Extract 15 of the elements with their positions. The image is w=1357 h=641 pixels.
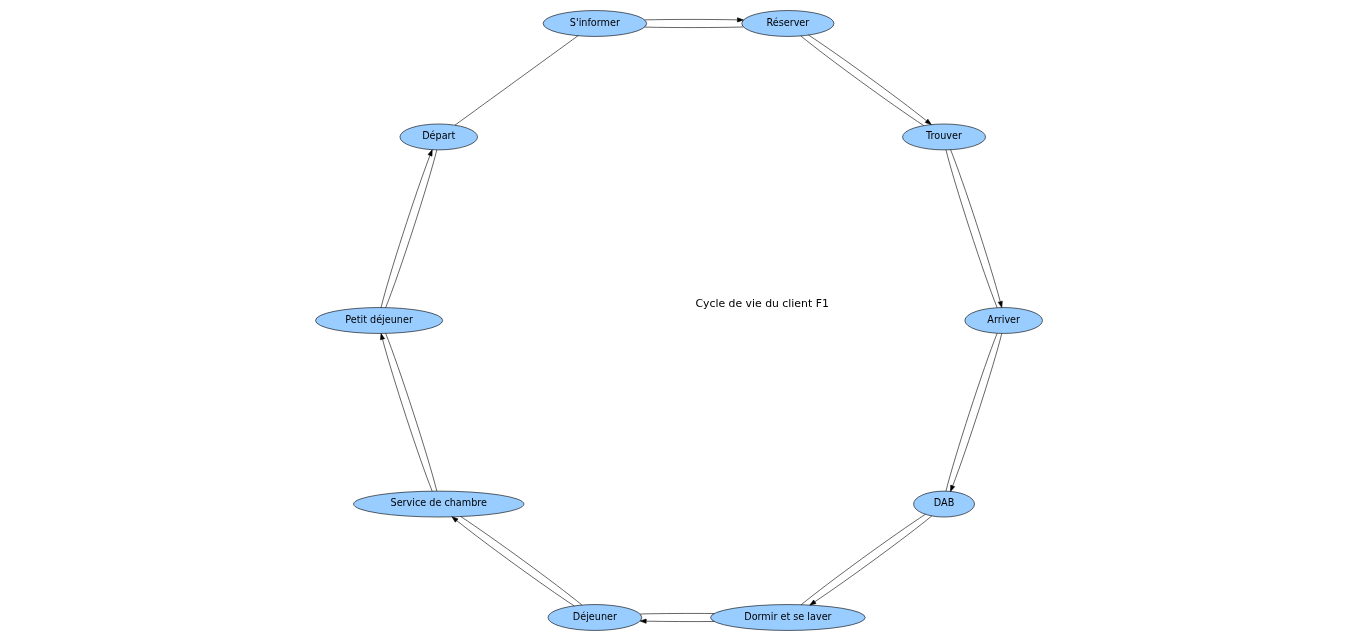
node-ellipse: Départ <box>399 123 478 151</box>
node-ellipse: Service de chambre <box>352 490 524 518</box>
node-ellipse: Petit déjeuner <box>314 307 443 334</box>
node-ellipse: S'informer <box>542 10 647 37</box>
arrow <box>639 618 714 624</box>
arrow <box>949 149 1003 308</box>
node-ellipse: Arriver <box>964 307 1043 334</box>
label: Cycle de vie du client F1 <box>694 296 829 310</box>
arrow <box>643 17 744 23</box>
node-ellipse: Réserver <box>741 10 834 37</box>
connector <box>639 613 714 615</box>
node-ellipse: Trouver <box>901 123 986 151</box>
node-ellipse: DAB <box>912 490 975 518</box>
node-ellipse: Déjeuner <box>547 604 642 631</box>
node-ellipse: Dormir et se laver <box>709 604 866 631</box>
